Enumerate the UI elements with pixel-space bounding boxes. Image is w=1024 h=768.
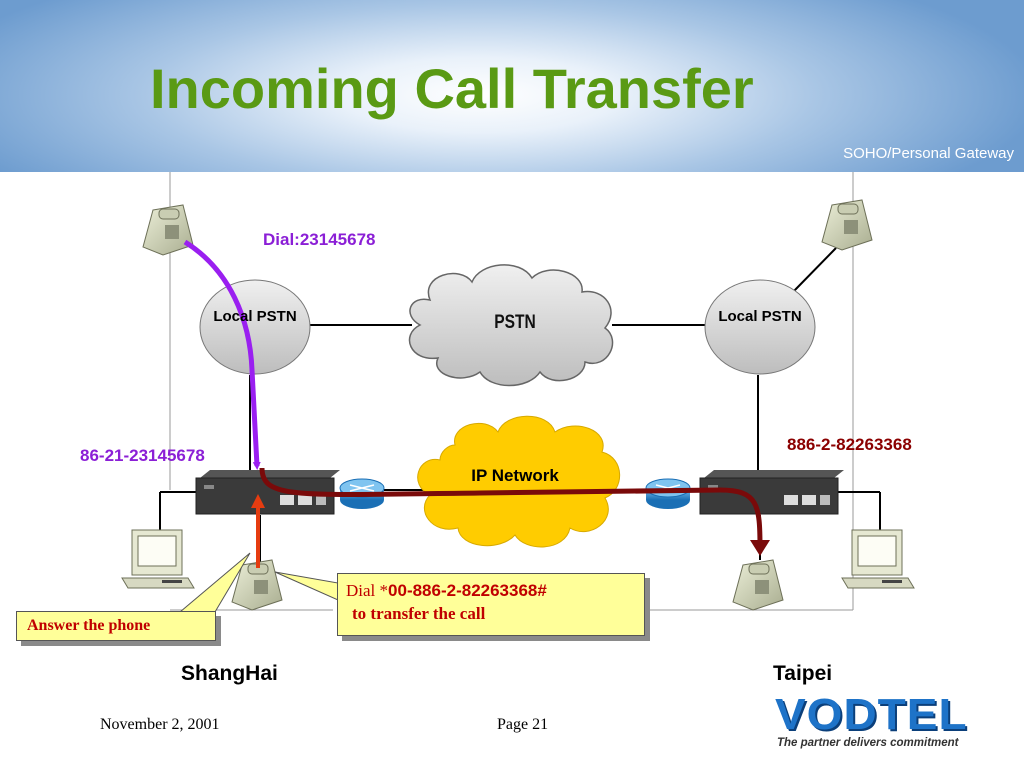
computer-taipei <box>841 529 915 589</box>
telephone-caller <box>142 204 194 256</box>
ip-network-cloud <box>417 415 621 548</box>
router-right <box>645 478 691 509</box>
header-banner: Incoming Call Transfer SOHO/Personal Gat… <box>0 0 1024 172</box>
computer-shanghai <box>121 529 195 589</box>
footer-date: November 2, 2001 <box>100 716 220 733</box>
pstn-cloud <box>408 264 614 387</box>
shanghai-number-label: 86-21-23145678 <box>80 446 205 465</box>
footer-page-number: Page 21 <box>497 716 549 733</box>
local-pstn-right-label: Local PSTN <box>718 308 802 325</box>
answer-phone-callout: Answer the phone <box>16 611 216 641</box>
gateway-right <box>699 470 844 515</box>
local-pstn-left-node <box>199 279 311 375</box>
dial-prefix: Dial * <box>346 581 389 600</box>
logo-wordmark: VODTEL <box>775 689 968 739</box>
telephone-shanghai <box>231 559 283 611</box>
pstn-cloud-label: PSTN <box>494 312 536 333</box>
dial-callout-pointer <box>274 571 339 601</box>
dial-transfer-callout: Dial *00-886-2-82263368# to transfer the… <box>337 573 645 636</box>
slide-subtitle: SOHO/Personal Gateway <box>843 145 1014 162</box>
dial-number-label: Dial:23145678 <box>263 230 376 249</box>
incoming-call-path <box>183 239 261 470</box>
dial-code: 00-886-2-82263368# <box>388 581 547 600</box>
city-shanghai-label: ShangHai <box>181 662 278 685</box>
slide-title: Incoming Call Transfer <box>150 57 754 120</box>
transfer-call-path <box>259 467 763 549</box>
ip-network-label: IP Network <box>471 466 559 485</box>
transfer-arrowhead <box>750 540 770 556</box>
taipei-number-label: 886-2-82263368 <box>787 435 912 454</box>
telephone-taipei-top <box>821 199 873 251</box>
logo-tagline: The partner delivers commitment <box>777 737 959 749</box>
local-pstn-left-label: Local PSTN <box>213 308 297 325</box>
city-taipei-label: Taipei <box>773 662 833 685</box>
local-pstn-right-node <box>704 279 816 375</box>
vodtel-logo: VODTEL The partner delivers commitment <box>775 690 1005 752</box>
dial-instruction: to transfer the call <box>352 604 486 623</box>
telephone-taipei-bottom <box>732 559 784 611</box>
answer-arrowhead <box>251 494 265 508</box>
